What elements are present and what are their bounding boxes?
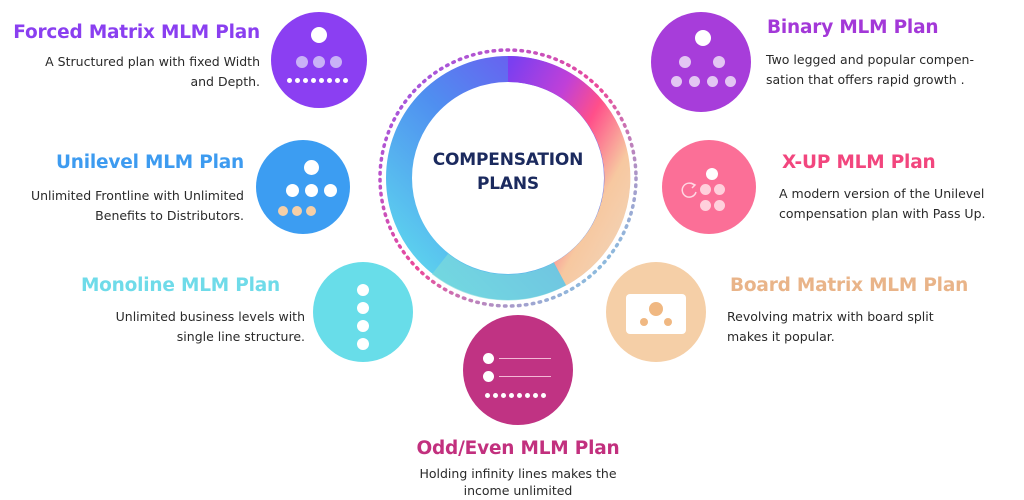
x-up-desc-line2: compensation plan with Pass Up. [779, 206, 986, 221]
unilevel-desc-line1: Unlimited Frontline with Unlimited [30, 188, 244, 203]
board-matrix-desc-line1: Revolving matrix with board split [727, 309, 934, 324]
hub-dotted-ring [378, 48, 638, 308]
hub-gradient-ring-bottom [431, 253, 567, 301]
unilevel-icon [256, 140, 350, 234]
binary-desc-line1: Two legged and popular compen- [766, 52, 974, 67]
x-up-icon [662, 140, 756, 234]
board-matrix-icon [606, 262, 706, 362]
odd-even-title: Odd/Even MLM Plan [416, 438, 620, 459]
hub-inner-circle [413, 83, 603, 273]
odd-even-icon [463, 315, 573, 425]
forced-matrix-desc-line2: and Depth. [190, 74, 260, 89]
forced-matrix-desc-line1: A Structured plan with fixed Width [45, 54, 260, 69]
unilevel-title: Unilevel MLM Plan [55, 152, 244, 173]
x-up-title: X-UP MLM Plan [782, 152, 936, 173]
forced-matrix-icon [271, 12, 367, 108]
hub-title-line1: COMPENSATION [432, 150, 584, 170]
monoline-title: Monoline MLM Plan [80, 275, 280, 296]
binary-desc-line2: sation that offers rapid growth . [766, 72, 965, 87]
odd-even-desc-line2: income unlimited [463, 483, 573, 498]
hub-title-line2: PLANS [477, 174, 539, 194]
unilevel-desc-line2: Benefits to Distributors. [95, 208, 244, 223]
board-matrix-desc-line2: makes it popular. [727, 329, 835, 344]
binary-title: Binary MLM Plan [767, 17, 939, 38]
hub-gradient-ring-right [507, 55, 631, 286]
monoline-desc-line2: single line structure. [176, 329, 305, 344]
forced-matrix-title: Forced Matrix MLM Plan [13, 22, 260, 43]
binary-icon [651, 12, 751, 112]
board-matrix-title: Board Matrix MLM Plan [730, 275, 969, 296]
odd-even-desc-line1: Holding infinity lines makes the [419, 466, 617, 481]
monoline-desc-line1: Unlimited business levels with [115, 309, 305, 324]
monoline-icon [313, 262, 413, 362]
x-up-desc-line1: A modern version of the Unilevel [779, 186, 985, 201]
